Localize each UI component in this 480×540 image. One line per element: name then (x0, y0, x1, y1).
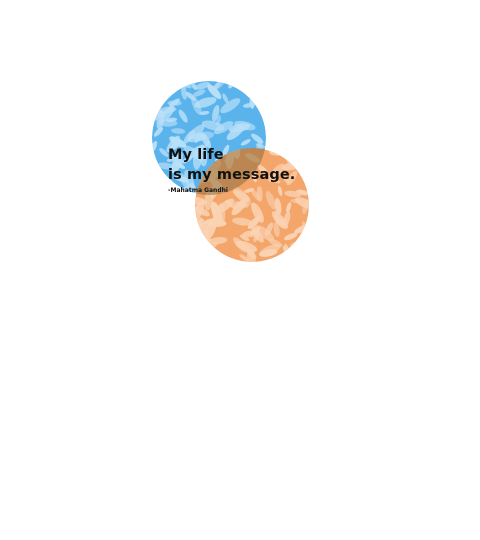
quote-author: -Mahatma Gandhi (168, 187, 228, 194)
quote-line-2: is my message. (168, 167, 296, 183)
orange-leaf-circle-icon (195, 148, 309, 262)
quote-line-1: My life (168, 147, 224, 163)
quote-block: My life is my message. -Mahatma Gandhi (168, 145, 295, 194)
